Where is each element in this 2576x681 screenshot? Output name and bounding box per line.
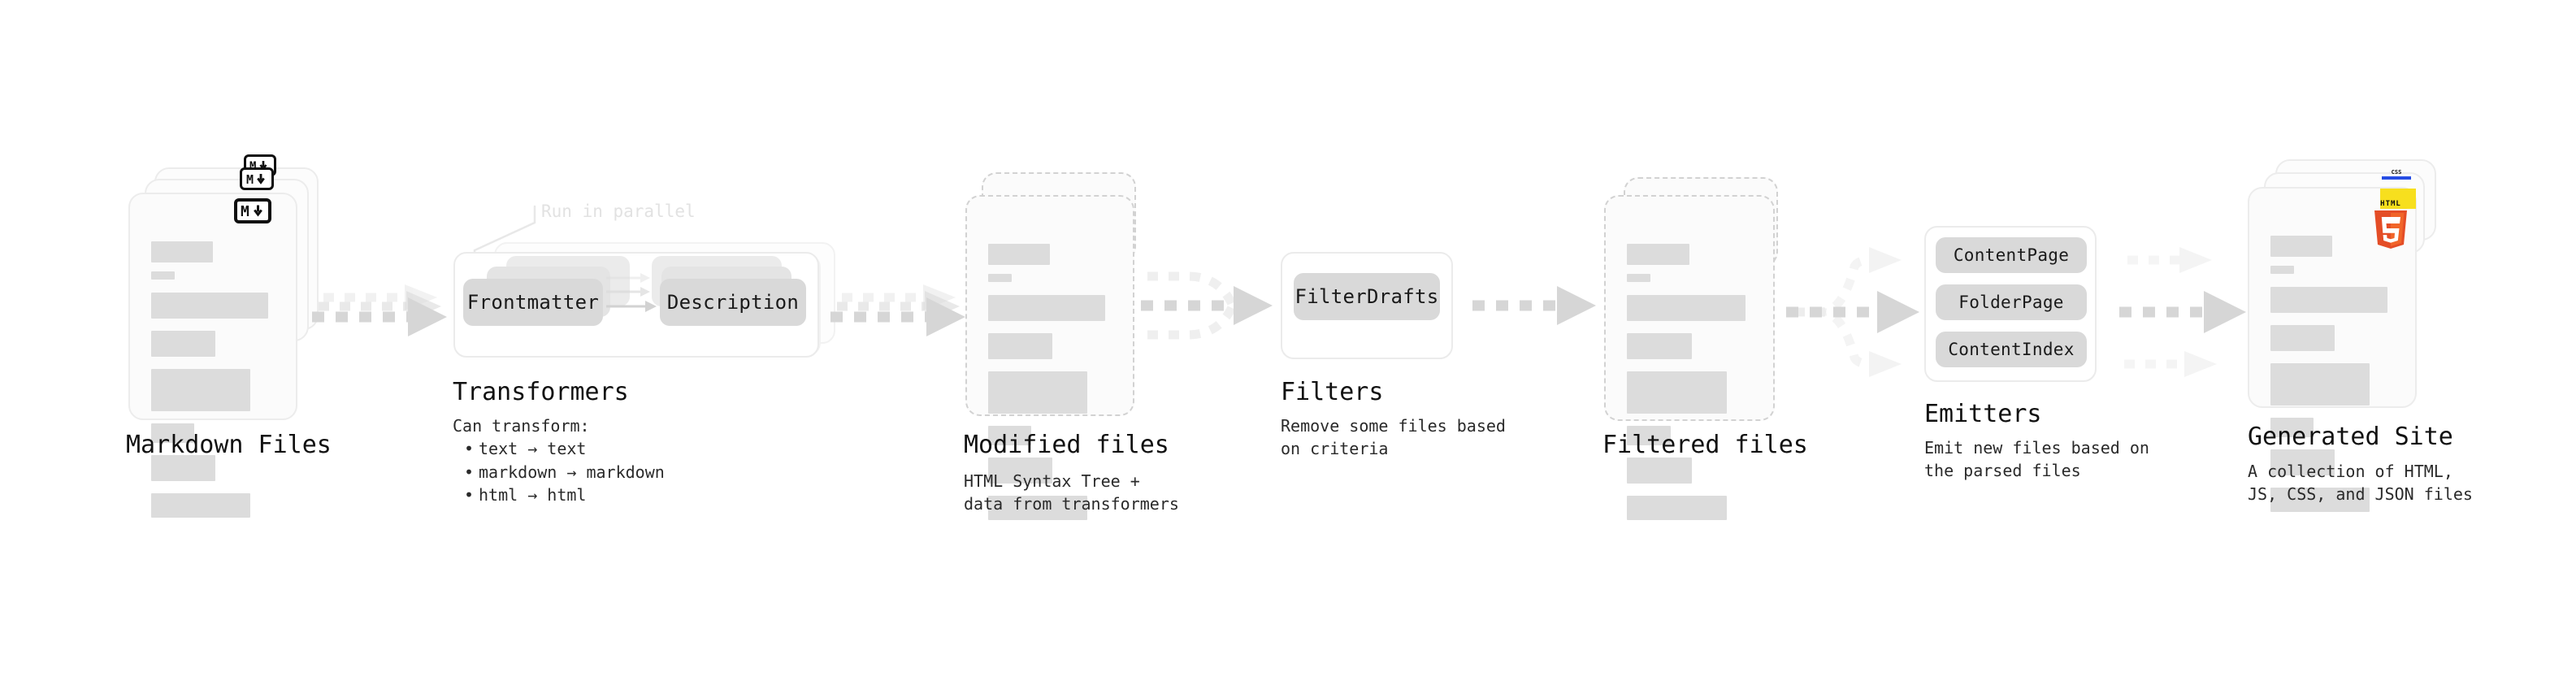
skeleton-bar — [1627, 496, 1728, 520]
arrow-modified-to-filters — [1141, 271, 1273, 340]
markdown-glyph-back-1: M — [246, 173, 265, 185]
skeleton-bar — [1627, 371, 1728, 414]
skeleton-bar — [1627, 333, 1693, 359]
skeleton-bar — [151, 493, 250, 518]
skeleton-bar — [2270, 325, 2335, 351]
skeleton-bar — [2270, 488, 2370, 512]
transformers-inner-arrows — [606, 273, 657, 312]
skeleton-bar — [151, 293, 269, 319]
svg-text:M: M — [246, 173, 254, 185]
svg-text:HTML: HTML — [2380, 200, 2401, 208]
svg-text:M: M — [249, 160, 256, 171]
stage-subtitle-modified-files: HTML Syntax Tree + data from transformer… — [964, 471, 1179, 514]
skeleton-bar — [1627, 274, 1651, 282]
site-card-front — [2248, 187, 2417, 512]
skeleton-bar — [988, 244, 1050, 265]
stage-title-emitters: Emitters — [1924, 400, 2042, 428]
skeleton-bar — [1627, 295, 1746, 321]
transformers-bullets-lead: Can transform: — [453, 416, 590, 436]
skeleton-bar — [2270, 363, 2370, 406]
skeleton-bar — [988, 333, 1053, 359]
filtered-card-front — [1604, 195, 1775, 520]
skeleton-bar — [1627, 426, 1671, 445]
skeleton-bar — [2270, 287, 2388, 313]
skeleton-bar — [2270, 266, 2294, 274]
stage-title-generated-site: Generated Site — [2248, 423, 2453, 451]
transformers-bullets: Can transform: text → text markdown → ma… — [453, 414, 665, 507]
html5-badge: HTML — [2374, 200, 2407, 249]
skeleton-bar — [2270, 236, 2332, 257]
stage-subtitle-filters: Remove some files based on criteria — [1281, 416, 1506, 459]
stage-subtitle-generated-site: A collection of HTML, JS, CSS, and JSON … — [2248, 462, 2473, 505]
skeleton-bar — [988, 295, 1106, 321]
skeleton-bar — [151, 369, 250, 411]
arrow-transformers-to-modified — [830, 284, 965, 336]
skeleton-bar — [151, 423, 195, 443]
markdown-skeleton — [151, 241, 275, 518]
transformers-bullet-1: markdown → markdown — [464, 461, 665, 484]
skeleton-bar — [151, 331, 216, 357]
emitter-pill-folderpage[interactable]: FolderPage — [1936, 284, 2087, 320]
skeleton-bar — [151, 455, 216, 481]
stage-title-transformers: Transformers — [453, 378, 629, 406]
site-skeleton — [2270, 236, 2394, 512]
stage-title-filters: Filters — [1281, 378, 1384, 406]
skeleton-bar — [151, 241, 213, 262]
markdown-card-front — [128, 193, 297, 518]
skeleton-bar — [2270, 449, 2335, 475]
arrow-filters-to-filtered — [1472, 286, 1596, 325]
skeleton-bar — [988, 496, 1087, 520]
filter-pill-filterdrafts[interactable]: FilterDrafts — [1294, 273, 1440, 320]
transformer-pill-frontmatter[interactable]: Frontmatter — [463, 279, 603, 326]
markdown-badge: M — [234, 198, 271, 223]
run-in-parallel-label: Run in parallel — [541, 202, 696, 221]
emitter-pill-contentindex[interactable]: ContentIndex — [1936, 332, 2087, 367]
skeleton-bar — [1627, 244, 1689, 265]
js-badge — [2380, 189, 2416, 209]
skeleton-bar — [988, 426, 1032, 445]
markdown-badge-back-1: M — [240, 167, 274, 190]
skeleton-bar — [988, 371, 1087, 414]
skeleton-bar — [1627, 458, 1693, 484]
transformers-bullet-2: html → html — [464, 484, 665, 506]
transformers-bullet-0: text → text — [464, 437, 665, 460]
transformer-pill-description[interactable]: Description — [660, 279, 806, 326]
modified-card-front — [965, 195, 1134, 520]
arrow-markdown-to-transformers — [312, 284, 447, 336]
markdown-glyph: M — [241, 204, 262, 218]
arrow-emitters-to-site — [2119, 247, 2246, 377]
emitter-pill-contentpage[interactable]: ContentPage — [1936, 237, 2087, 273]
skeleton-bar — [151, 271, 175, 280]
modified-skeleton — [988, 244, 1112, 520]
svg-text:M: M — [241, 204, 249, 218]
stage-title-filtered-files: Filtered files — [1602, 431, 1808, 459]
transformers-bullet-list: text → text markdown → markdown html → h… — [453, 437, 665, 506]
stage-title-markdown-files: Markdown Files — [126, 431, 332, 459]
skeleton-bar — [2270, 418, 2314, 437]
svg-text:CSS: CSS — [2392, 169, 2402, 176]
arrow-filtered-to-emitters — [1786, 247, 1919, 377]
filtered-skeleton — [1627, 244, 1752, 520]
stage-title-modified-files: Modified files — [964, 431, 1169, 459]
skeleton-bar — [988, 274, 1012, 282]
css3-badge: CSS — [2382, 169, 2411, 180]
stage-subtitle-emitters: Emit new files based on the parsed files — [1924, 438, 2149, 481]
skeleton-bar — [988, 458, 1053, 484]
